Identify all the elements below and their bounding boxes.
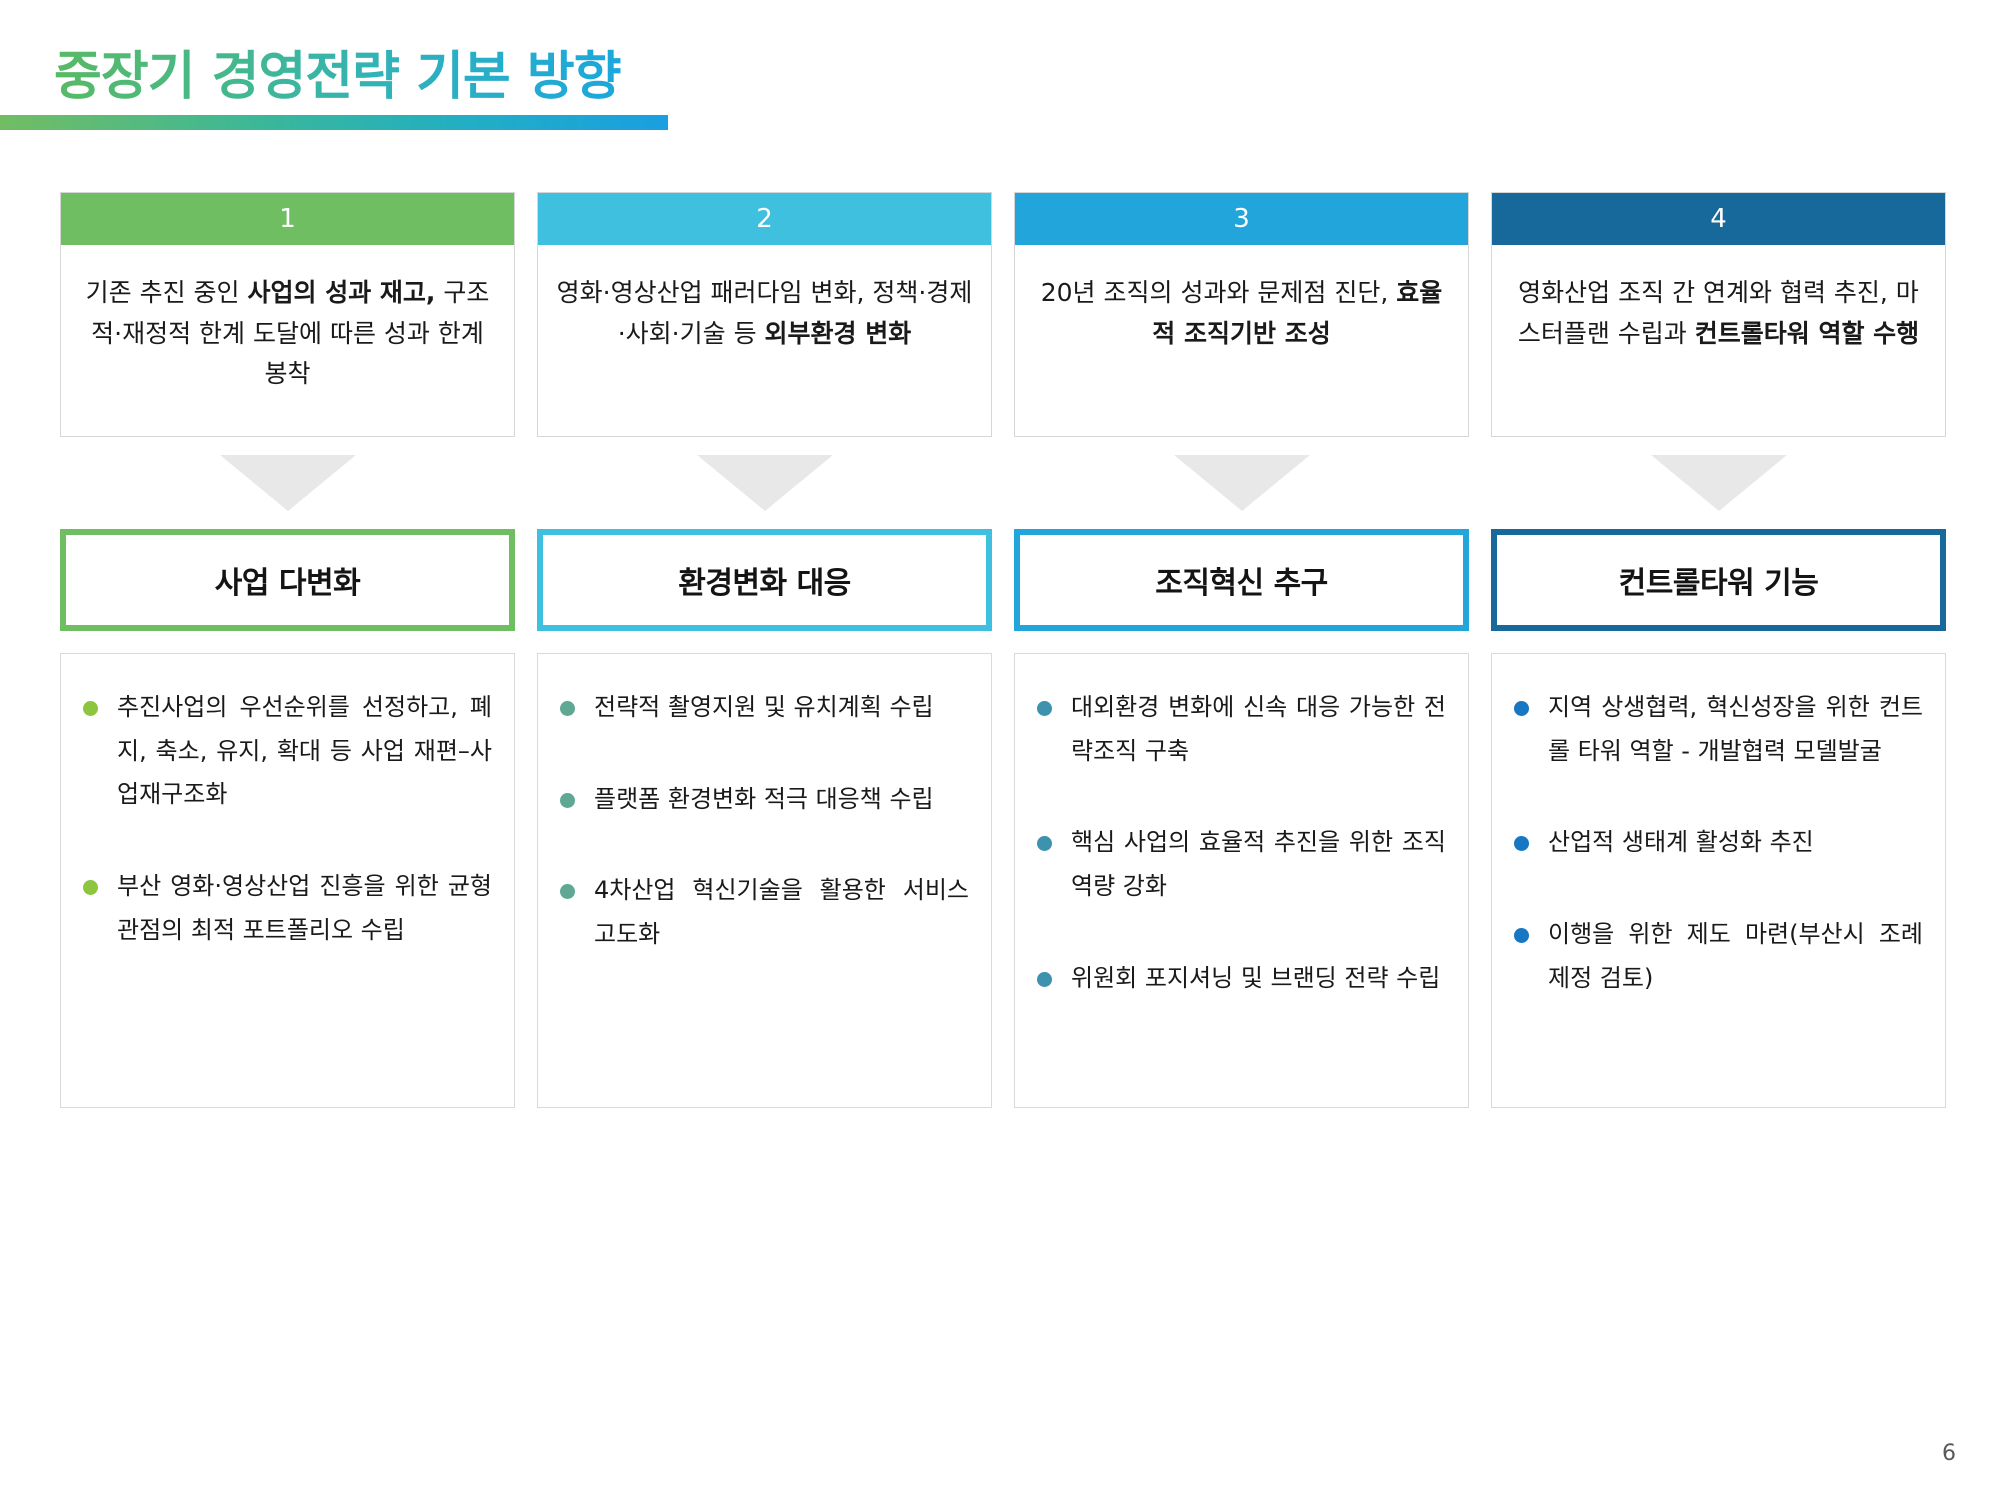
list-item: 플랫폼 환경변화 적극 대응책 수립 <box>556 778 969 822</box>
driver-text-lead: 20년 조직의 성과와 문제점 진단, <box>1040 278 1397 307</box>
bullet-text: 이행을 위한 제도 마련(부산시 조례 제정 검토) <box>1548 920 1923 992</box>
bullet-text: 지역 상생협력, 혁신성장을 위한 컨트롤 타워 역할 - 개발협력 모델발굴 <box>1548 693 1923 765</box>
bullet-dot-icon <box>83 701 98 716</box>
bullet-text: 대외환경 변화에 신속 대응 가능한 전략조직 구축 <box>1071 693 1446 765</box>
arrow-row-3 <box>1014 437 1469 529</box>
strategy-column-4: 4 영화산업 조직 간 연계와 협력 추진, 마스터플랜 수립과 컨트롤타워 역… <box>1491 192 1946 1108</box>
list-item: 핵심 사업의 효율적 추진을 위한 조직 역량 강화 <box>1033 821 1446 908</box>
driver-card-2: 2 영화·영상산업 패러다임 변화, 정책·경제·사회·기술 등 외부환경 변화 <box>537 192 992 437</box>
page-title: 중장기 경영전략 기본 방향 <box>0 47 622 108</box>
bullet-text: 플랫폼 환경변화 적극 대응책 수립 <box>594 784 934 813</box>
driver-number: 1 <box>279 204 296 234</box>
driver-card-4-body: 영화산업 조직 간 연계와 협력 추진, 마스터플랜 수립과 컨트롤타워 역할 … <box>1492 245 1945 436</box>
bullet-dot-icon <box>1514 701 1529 716</box>
detail-card-3: 대외환경 변화에 신속 대응 가능한 전략조직 구축 핵심 사업의 효율적 추진… <box>1014 653 1469 1108</box>
driver-text-rest: 구조적·재정적 한계 도달에 따른 성과 한계 봉착 <box>91 278 490 388</box>
bullet-text: 핵심 사업의 효율적 추진을 위한 조직 역량 강화 <box>1071 828 1446 901</box>
list-item: 산업적 생태계 활성화 추진 <box>1510 821 1923 865</box>
list-item: 전략적 촬영지원 및 유치계획 수립 <box>556 686 969 730</box>
arrow-row-2 <box>537 437 992 529</box>
bullet-text: 4차산업 혁신기술을 활용한 서비스 고도화 <box>594 876 969 949</box>
bullet-dot-icon <box>1037 701 1052 716</box>
strategy-label-1-text: 사업 다변화 <box>214 566 361 601</box>
bullet-dot-icon <box>560 884 575 900</box>
strategy-label-2[interactable]: 환경변화 대응 <box>537 529 992 631</box>
strategy-label-3-text: 조직혁신 추구 <box>1155 566 1328 601</box>
list-item: 부산 영화·영상산업 진흥을 위한 균형 관점의 최적 포트폴리오 수립 <box>79 865 492 952</box>
list-item: 4차산업 혁신기술을 활용한 서비스 고도화 <box>556 869 969 956</box>
bullet-list-1: 추진사업의 우선순위를 선정하고, 폐지, 축소, 유지, 확대 등 사업 재편… <box>79 686 492 952</box>
page-number: 6 <box>1942 1441 1956 1466</box>
driver-text-lead: 영화·영상산업 패러다임 변화, 정책·경제·사회·기술 등 <box>556 278 973 348</box>
strategy-label-4[interactable]: 컨트롤타워 기능 <box>1491 529 1946 631</box>
title-underline-bar <box>0 115 668 130</box>
bullet-list-2: 전략적 촬영지원 및 유치계획 수립 플랫폼 환경변화 적극 대응책 수립 4차… <box>556 686 969 957</box>
strategy-columns: 1 기존 추진 중인 사업의 성과 재고, 구조적·재정적 한계 도달에 따른 … <box>60 192 1950 1108</box>
bullet-dot-icon <box>1037 971 1052 987</box>
driver-text: 영화·영상산업 패러다임 변화, 정책·경제·사회·기술 등 외부환경 변화 <box>556 273 973 354</box>
arrow-row-4 <box>1491 437 1946 529</box>
strategy-label-4-text: 컨트롤타워 기능 <box>1618 566 1819 601</box>
driver-text: 기존 추진 중인 사업의 성과 재고, 구조적·재정적 한계 도달에 따른 성과… <box>79 273 496 395</box>
list-item: 위원회 포지셔닝 및 브랜딩 전략 수립 <box>1033 957 1446 1001</box>
list-item: 지역 상생협력, 혁신성장을 위한 컨트롤 타워 역할 - 개발협력 모델발굴 <box>1510 686 1923 773</box>
bullet-dot-icon <box>1514 928 1529 944</box>
driver-number: 2 <box>756 204 773 234</box>
driver-text-lead: 영화산업 조직 간 연계와 협력 추진, 마스터플랜 수립과 <box>1517 278 1919 348</box>
driver-card-1: 1 기존 추진 중인 사업의 성과 재고, 구조적·재정적 한계 도달에 따른 … <box>60 192 515 437</box>
driver-card-1-body: 기존 추진 중인 사업의 성과 재고, 구조적·재정적 한계 도달에 따른 성과… <box>61 245 514 436</box>
strategy-label-3[interactable]: 조직혁신 추구 <box>1014 529 1469 631</box>
bullet-dot-icon <box>1037 836 1052 852</box>
driver-card-3: 3 20년 조직의 성과와 문제점 진단, 효율적 조직기반 조성 <box>1014 192 1469 437</box>
arrow-row-1 <box>60 437 515 529</box>
list-item: 이행을 위한 제도 마련(부산시 조례 제정 검토) <box>1510 913 1923 1000</box>
bullet-list-3: 대외환경 변화에 신속 대응 가능한 전략조직 구축 핵심 사업의 효율적 추진… <box>1033 686 1446 1000</box>
detail-card-4: 지역 상생협력, 혁신성장을 위한 컨트롤 타워 역할 - 개발협력 모델발굴 … <box>1491 653 1946 1108</box>
strategy-column-2: 2 영화·영상산업 패러다임 변화, 정책·경제·사회·기술 등 외부환경 변화… <box>537 192 992 1108</box>
driver-text-bold: 외부환경 변화 <box>764 318 912 348</box>
bullet-dot-icon <box>560 792 575 808</box>
driver-text-bold: 사업의 성과 재고, <box>247 278 436 307</box>
bullet-dot-icon <box>560 701 575 716</box>
detail-card-2: 전략적 촬영지원 및 유치계획 수립 플랫폼 환경변화 적극 대응책 수립 4차… <box>537 653 992 1108</box>
strategy-label-1[interactable]: 사업 다변화 <box>60 529 515 631</box>
strategy-column-3: 3 20년 조직의 성과와 문제점 진단, 효율적 조직기반 조성 조직혁신 추… <box>1014 192 1469 1108</box>
bullet-text: 산업적 생태계 활성화 추진 <box>1548 828 1814 857</box>
arrow-down-icon <box>1650 455 1787 511</box>
strategy-label-2-text: 환경변화 대응 <box>678 566 851 601</box>
driver-card-4: 4 영화산업 조직 간 연계와 협력 추진, 마스터플랜 수립과 컨트롤타워 역… <box>1491 192 1946 437</box>
driver-text: 영화산업 조직 간 연계와 협력 추진, 마스터플랜 수립과 컨트롤타워 역할 … <box>1510 273 1927 354</box>
driver-card-1-header: 1 <box>61 193 514 245</box>
arrow-down-icon <box>1173 455 1310 511</box>
bullet-text: 위원회 포지셔닝 및 브랜딩 전략 수립 <box>1071 963 1441 992</box>
list-item: 대외환경 변화에 신속 대응 가능한 전략조직 구축 <box>1033 686 1446 773</box>
driver-card-3-body: 20년 조직의 성과와 문제점 진단, 효율적 조직기반 조성 <box>1015 245 1468 436</box>
driver-text: 20년 조직의 성과와 문제점 진단, 효율적 조직기반 조성 <box>1033 273 1450 354</box>
arrow-down-icon <box>219 455 356 511</box>
bullet-dot-icon <box>83 880 98 896</box>
driver-card-4-header: 4 <box>1492 193 1945 245</box>
driver-card-2-body: 영화·영상산업 패러다임 변화, 정책·경제·사회·기술 등 외부환경 변화 <box>538 245 991 436</box>
strategy-column-1: 1 기존 추진 중인 사업의 성과 재고, 구조적·재정적 한계 도달에 따른 … <box>60 192 515 1108</box>
driver-card-2-header: 2 <box>538 193 991 245</box>
driver-number: 4 <box>1710 204 1727 234</box>
bullet-text: 부산 영화·영상산업 진흥을 위한 균형 관점의 최적 포트폴리오 수립 <box>117 872 492 944</box>
driver-text-lead: 기존 추진 중인 <box>85 278 248 307</box>
list-item: 추진사업의 우선순위를 선정하고, 폐지, 축소, 유지, 확대 등 사업 재편… <box>79 686 492 817</box>
bullet-list-4: 지역 상생협력, 혁신성장을 위한 컨트롤 타워 역할 - 개발협력 모델발굴 … <box>1510 686 1923 1000</box>
driver-text-bold: 효율적 조직기반 조성 <box>1152 278 1443 348</box>
driver-text-bold: 컨트롤타워 역할 수행 <box>1694 318 1920 348</box>
slide-title-area: 중장기 경영전략 기본 방향 <box>0 47 2000 108</box>
driver-number: 3 <box>1233 204 1250 234</box>
arrow-down-icon <box>696 455 833 511</box>
driver-card-3-header: 3 <box>1015 193 1468 245</box>
bullet-dot-icon <box>1514 836 1529 852</box>
detail-card-1: 추진사업의 우선순위를 선정하고, 폐지, 축소, 유지, 확대 등 사업 재편… <box>60 653 515 1108</box>
bullet-text: 전략적 촬영지원 및 유치계획 수립 <box>594 693 934 721</box>
bullet-text: 추진사업의 우선순위를 선정하고, 폐지, 축소, 유지, 확대 등 사업 재편… <box>117 693 492 809</box>
